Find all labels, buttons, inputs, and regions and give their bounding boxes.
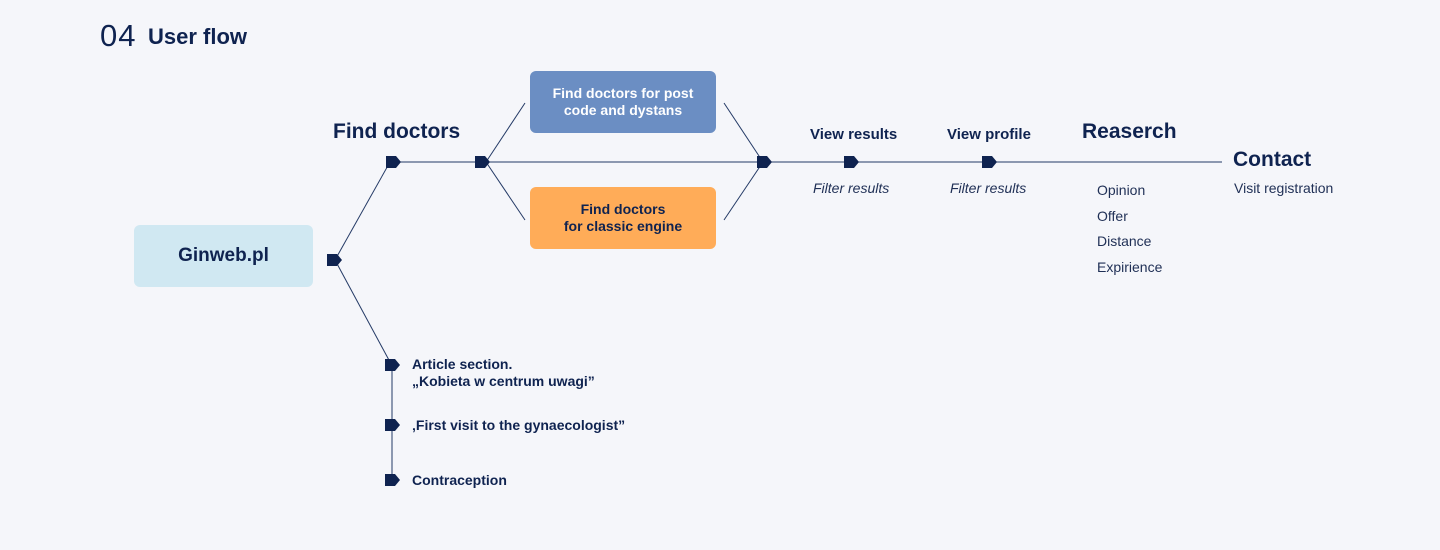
contraception-label: Contraception	[412, 472, 507, 488]
node-marker-first-visit	[385, 419, 400, 431]
research-label: Reaserch	[1082, 120, 1177, 143]
contact-sublabel: Visit registration	[1234, 180, 1334, 196]
research-item: Expirience	[1097, 258, 1163, 275]
page-title: User flow	[148, 24, 248, 49]
root-node-box: Ginweb.pl	[134, 225, 313, 287]
node-marker-article-section	[385, 359, 400, 371]
connector-split-down	[485, 161, 526, 221]
view-profile-label: View profile	[947, 126, 1031, 143]
connector-root-to-find	[334, 161, 391, 261]
node-marker-root	[327, 254, 342, 266]
view-results-label: View results	[810, 126, 898, 143]
classic-search-box: Find doctors for classic engine	[530, 187, 716, 249]
connector-merge-up	[723, 102, 764, 163]
root-node-label: Ginweb.pl	[178, 245, 269, 266]
research-item: Opinion	[1097, 182, 1146, 198]
connector-root-to-articles	[334, 259, 391, 363]
research-item: Distance	[1097, 233, 1152, 249]
node-marker-split	[475, 156, 490, 168]
find-doctors-label: Find doctors	[333, 120, 461, 143]
connector-split-up	[485, 102, 526, 163]
research-list: Opinion Offer Distance Expirience	[1097, 180, 1162, 282]
contact-label: Contact	[1233, 148, 1312, 171]
post-code-search-label: Find doctors for post code and dystans	[552, 85, 694, 118]
research-item: Offer	[1097, 207, 1128, 224]
connector-merge-down	[723, 161, 764, 221]
classic-search-label: Find doctors for classic engine	[563, 201, 683, 234]
first-visit-label: ‚First visit to the gynaecologist”	[412, 417, 626, 433]
article-section-label: Article section. „Kobieta w centrum uwag…	[412, 356, 595, 389]
section-number: 04	[100, 18, 137, 53]
view-profile-sublabel: Filter results	[950, 180, 1027, 196]
node-marker-find	[386, 156, 401, 168]
view-results-sublabel: Filter results	[813, 180, 890, 196]
node-marker-view-profile	[982, 156, 997, 168]
node-marker-contraception	[385, 474, 400, 486]
node-marker-merge	[757, 156, 772, 168]
node-marker-view-results	[844, 156, 859, 168]
post-code-search-box: Find doctors for post code and dystans	[530, 71, 716, 133]
